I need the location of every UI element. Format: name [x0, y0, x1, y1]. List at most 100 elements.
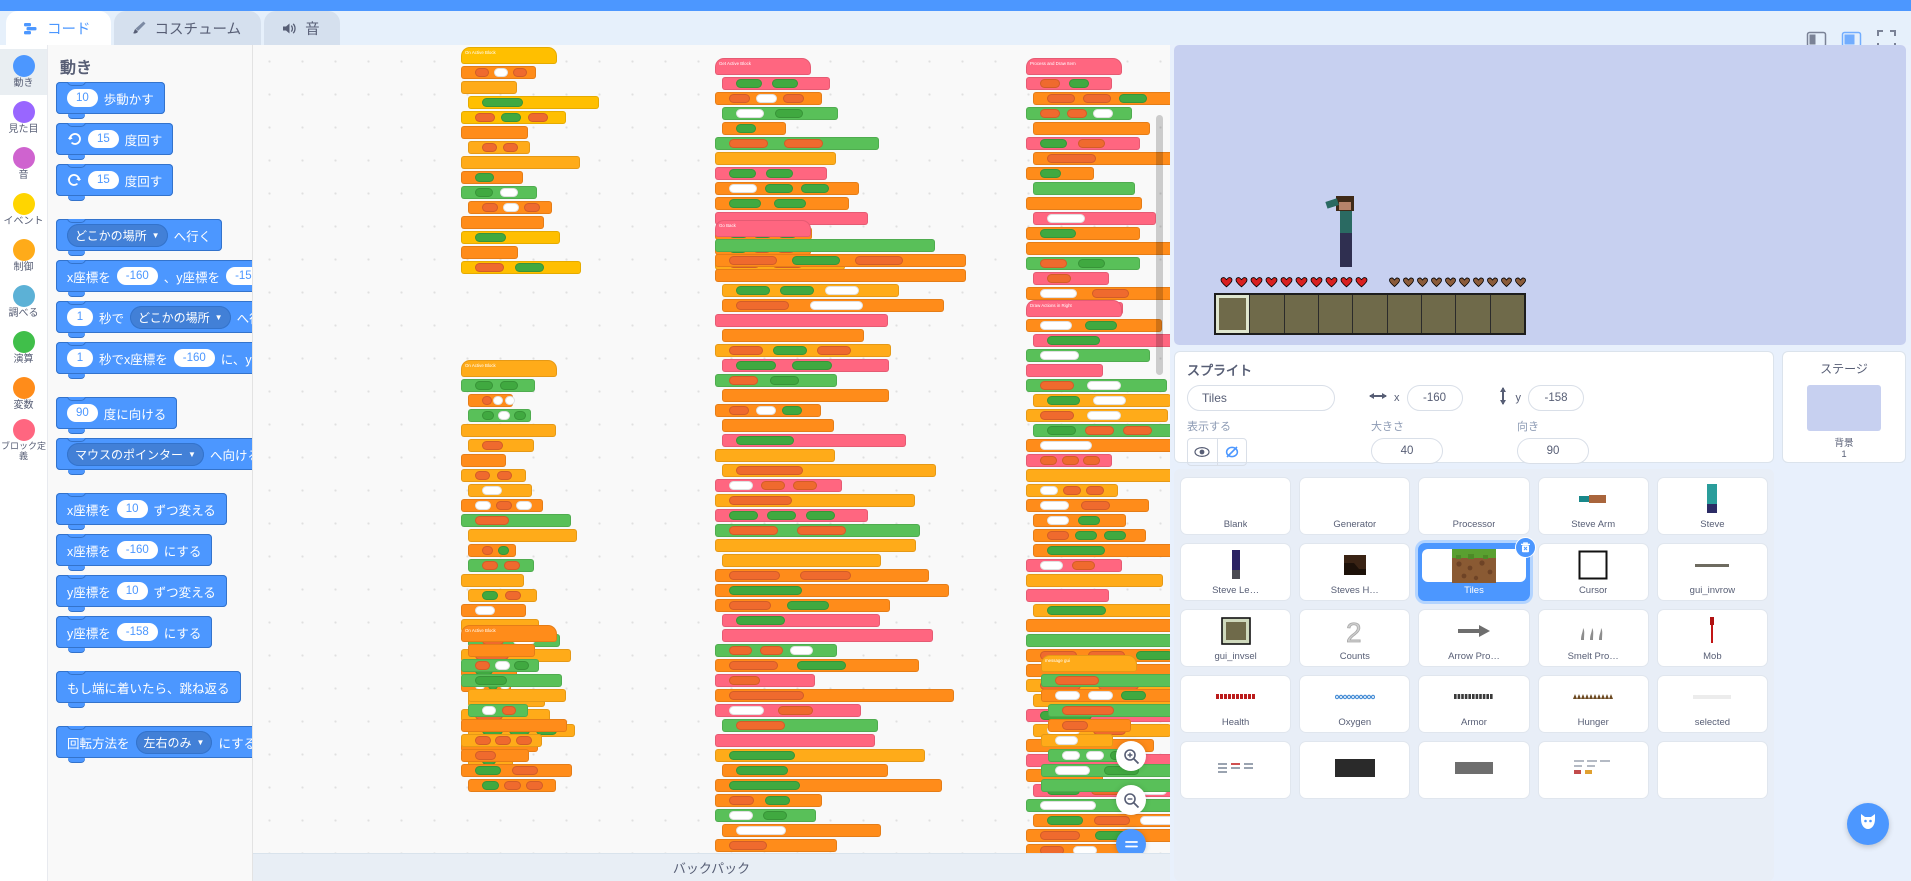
script-block[interactable] [715, 254, 966, 267]
script-block[interactable] [461, 764, 572, 777]
block-input-chip[interactable] [797, 661, 846, 670]
block-input-chip[interactable] [475, 501, 491, 510]
block-input-chip[interactable] [736, 361, 776, 370]
palette-block-glide-xy[interactable]: 1 秒でx座標を -160 に、y座標を [56, 342, 252, 378]
script-block[interactable] [1048, 704, 1170, 717]
block-input-chip[interactable] [1078, 516, 1100, 525]
script-block[interactable] [1041, 689, 1170, 702]
block-input-chip[interactable] [736, 79, 762, 88]
script-block[interactable] [715, 344, 891, 357]
block-input-chip[interactable] [1082, 94, 1111, 103]
block-dropdown[interactable]: どこかの場所 ▼ [130, 305, 231, 329]
script-block[interactable] [722, 77, 830, 90]
block-input-chip[interactable] [482, 781, 499, 790]
palette-block-if-on-edge-bounce[interactable]: もし端に着いたら、跳ね返る [56, 671, 241, 707]
block-input-chip[interactable] [810, 301, 863, 310]
block-input-chip[interactable] [729, 571, 780, 580]
script-block[interactable] [715, 779, 942, 792]
script-stack[interactable]: Go Back [715, 220, 967, 869]
block-input-chip[interactable] [729, 526, 778, 535]
block-input-chip[interactable] [1040, 259, 1067, 268]
workspace-vertical-scrollbar[interactable] [1156, 115, 1163, 375]
block-input-chip[interactable] [1040, 351, 1079, 360]
block-input-chip[interactable] [729, 94, 750, 103]
stage-selector[interactable]: ステージ 背景 1 [1782, 351, 1906, 463]
script-block[interactable] [1026, 409, 1168, 422]
block-input-chip[interactable] [1047, 396, 1080, 405]
block-input-chip[interactable] [729, 601, 771, 610]
script-block[interactable] [468, 409, 531, 422]
script-block[interactable] [1026, 287, 1170, 300]
block-input-chip[interactable] [759, 646, 783, 655]
tab-sounds[interactable]: 音 [264, 11, 340, 45]
block-input-chip[interactable] [514, 661, 529, 670]
script-block[interactable] [461, 379, 535, 392]
script-block[interactable] [722, 464, 936, 477]
category-looks[interactable]: 見た目 [0, 95, 47, 141]
script-block[interactable] [715, 689, 954, 702]
sprite-item-steve[interactable]: Steve [1656, 477, 1768, 535]
script-block[interactable] [715, 239, 935, 252]
script-block[interactable] [468, 559, 534, 572]
block-input-chip[interactable] [475, 516, 509, 525]
block-input-chip[interactable] [1087, 381, 1121, 390]
block-input-chip[interactable] [769, 376, 799, 385]
block-dropdown[interactable]: 左右のみ ▼ [135, 730, 213, 754]
palette-block-glide-to[interactable]: 1 秒で どこかの場所 ▼ へ行く [56, 301, 252, 337]
block-input-chip[interactable] [736, 616, 785, 625]
block-input-chip[interactable] [729, 796, 754, 805]
script-block[interactable] [715, 449, 835, 462]
sprite-item[interactable] [1180, 741, 1292, 799]
block-input-chip[interactable] [1047, 606, 1106, 615]
script-block[interactable] [722, 554, 881, 567]
block-input-chip[interactable] [1085, 321, 1118, 330]
script-block[interactable] [715, 749, 925, 762]
script-block[interactable] [715, 599, 890, 612]
script-block[interactable] [715, 704, 861, 717]
hotbar-slot[interactable] [1216, 295, 1251, 333]
sprite-item-arrow-pro[interactable]: Arrow Pro… [1418, 609, 1530, 667]
block-input-chip[interactable] [475, 606, 495, 615]
block-input-chip[interactable] [736, 826, 786, 835]
block-input-chip[interactable] [503, 203, 519, 212]
script-block[interactable] [468, 201, 552, 214]
block-input-chip[interactable] [1103, 766, 1139, 775]
script-block[interactable] [468, 484, 532, 497]
block-input-chip[interactable] [475, 233, 506, 242]
script-block[interactable] [715, 839, 837, 852]
block-input-chip[interactable] [1093, 396, 1126, 405]
block-input-chip[interactable] [482, 441, 503, 450]
palette-block-goto[interactable]: どこかの場所 ▼ へ行く [56, 219, 223, 255]
script-block[interactable] [722, 107, 838, 120]
block-input-chip[interactable] [504, 561, 520, 570]
script-block[interactable] [461, 659, 539, 672]
block-input-chip[interactable] [1103, 531, 1126, 540]
block-input-chip[interactable] [475, 676, 507, 685]
block-input-chip[interactable] [1047, 154, 1096, 163]
script-block[interactable] [715, 479, 842, 492]
eye-crossed-icon[interactable] [1216, 439, 1247, 465]
block-input-chip[interactable] [736, 436, 794, 445]
block-input-chip[interactable] [512, 68, 527, 77]
script-block[interactable] [715, 674, 815, 687]
script-block[interactable] [1026, 799, 1170, 812]
script-block[interactable] [715, 92, 822, 105]
script-block[interactable] [1026, 454, 1112, 467]
block-input-chip[interactable] [493, 396, 504, 405]
block-input-chip[interactable] [729, 139, 768, 148]
hotbar-slot[interactable] [1456, 295, 1491, 333]
script-block[interactable] [1026, 77, 1112, 90]
script-block[interactable] [715, 734, 875, 747]
script-block[interactable] [715, 809, 816, 822]
hotbar-slot[interactable] [1284, 295, 1319, 333]
block-input-chip[interactable] [1040, 229, 1076, 238]
block-input-chip[interactable] [1055, 676, 1099, 685]
script-hat-block[interactable]: Draw Actions in Right [1026, 300, 1122, 317]
sprite-item-oxygen[interactable]: Oxygen [1299, 675, 1411, 733]
block-input-chip[interactable] [500, 188, 519, 197]
block-input-chip[interactable] [1040, 456, 1057, 465]
palette-block-change-y[interactable]: y座標を 10 ずつ変える [56, 575, 227, 611]
script-block[interactable] [1033, 212, 1156, 225]
script-block[interactable] [715, 494, 915, 507]
script-block[interactable] [722, 359, 889, 372]
